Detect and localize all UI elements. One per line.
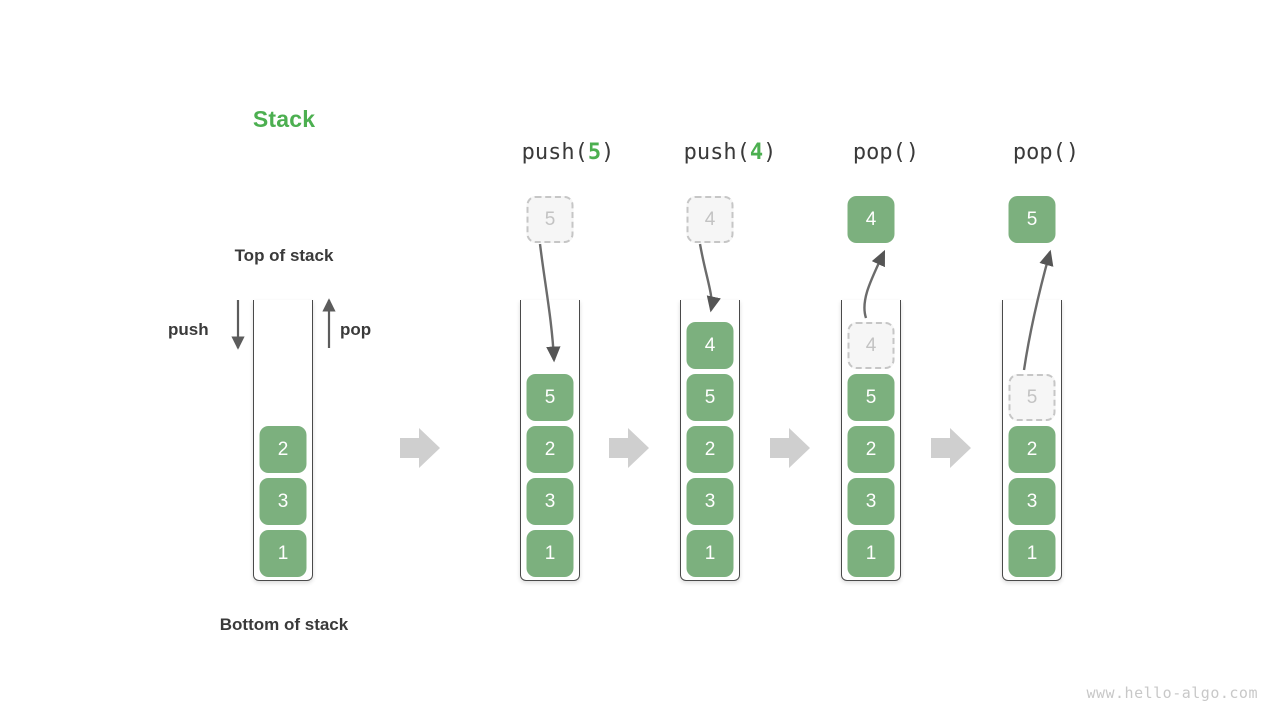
stack-cell: 2: [686, 426, 734, 473]
op-header-pop-1: pop(): [796, 140, 976, 165]
stack-container: [680, 300, 740, 581]
push-label: push: [168, 320, 209, 339]
stack-cell: 3: [526, 478, 574, 525]
stack-cell: 2: [526, 426, 574, 473]
stack-container: [253, 300, 313, 581]
page-title: Stack: [252, 106, 316, 132]
incoming-element: 4: [686, 196, 734, 243]
stack-cell-removed: 5: [1008, 374, 1056, 421]
op-header-argument: 4: [749, 140, 764, 165]
stack-cell: 2: [847, 426, 895, 473]
stack-cell: 1: [526, 530, 574, 577]
stack-cell: 1: [847, 530, 895, 577]
stack-cell: 5: [686, 374, 734, 421]
pop-label: pop: [340, 320, 372, 339]
op-header-pop-2: pop(): [956, 140, 1136, 165]
popped-element: 5: [1008, 196, 1056, 243]
stack-cell: 2: [259, 426, 307, 473]
stack-cell: 5: [526, 374, 574, 421]
stack-column-pop-2: 5 2 3 1 5: [942, 0, 1122, 720]
top-of-stack-label: Top of stack: [234, 246, 334, 265]
stack-cell: 4: [686, 322, 734, 369]
op-header-suffix: ): [905, 140, 920, 165]
incoming-element: 5: [526, 196, 574, 243]
popped-element: 4: [847, 196, 895, 243]
stack-cell: 3: [259, 478, 307, 525]
stack-container: [841, 300, 901, 581]
op-header-argument: 5: [587, 140, 602, 165]
stack-cell-removed: 4: [847, 322, 895, 369]
stack-cell: 5: [847, 374, 895, 421]
stack-column-initial: 2 3 1: [193, 0, 373, 720]
stack-cell: 3: [1008, 478, 1056, 525]
stack-column-push-4: 4 5 2 3 1 4: [620, 0, 800, 720]
stack-cell: 1: [259, 530, 307, 577]
stack-column-push-5: 5 2 3 1 5: [460, 0, 640, 720]
op-header-prefix: push(: [521, 140, 588, 165]
stack-cell: 1: [686, 530, 734, 577]
op-header-prefix: pop(: [1012, 140, 1066, 165]
bottom-of-stack-label: Bottom of stack: [219, 615, 349, 634]
stack-cell: 3: [686, 478, 734, 525]
op-header-prefix: pop(: [852, 140, 906, 165]
stack-container: [520, 300, 580, 581]
stack-cell: 1: [1008, 530, 1056, 577]
op-header-push-5: push(5): [478, 140, 658, 165]
stack-container: [1002, 300, 1062, 581]
separator-arrow-icon-1: [400, 428, 440, 468]
watermark: www.hello-algo.com: [1086, 684, 1258, 702]
stack-cell: 2: [1008, 426, 1056, 473]
stack-cell: 3: [847, 478, 895, 525]
op-header-suffix: ): [763, 140, 777, 165]
op-header-suffix: ): [601, 140, 615, 165]
op-header-prefix: push(: [683, 140, 750, 165]
stack-column-pop-1: 4 5 2 3 1 4: [781, 0, 961, 720]
op-header-push-4: push(4): [640, 140, 820, 165]
op-header-suffix: ): [1065, 140, 1080, 165]
